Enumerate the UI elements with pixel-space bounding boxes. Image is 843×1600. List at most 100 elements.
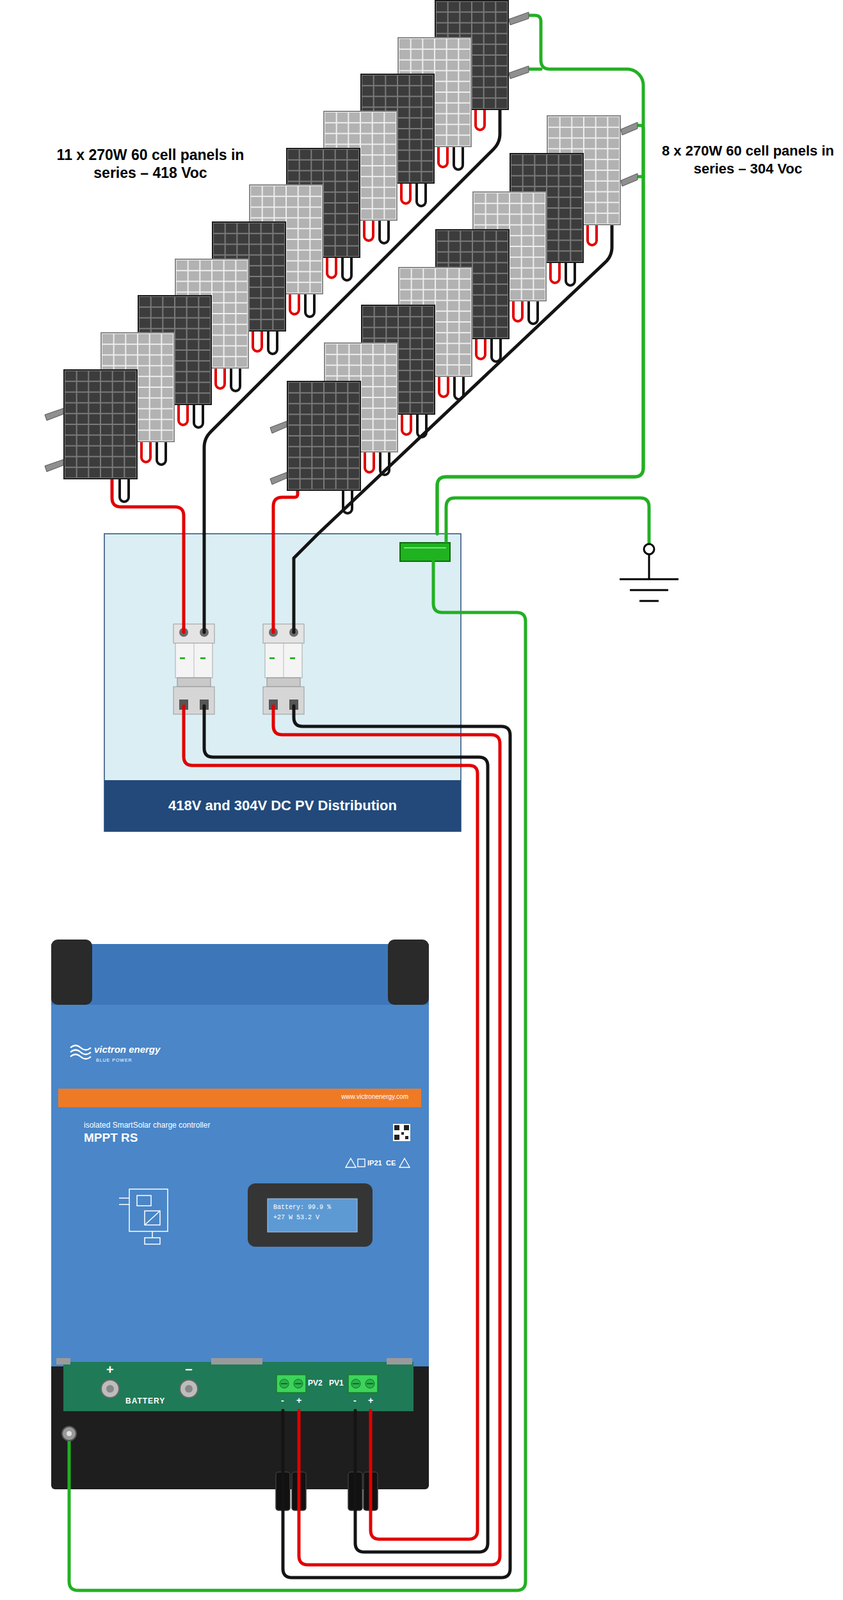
dc-breaker-part bbox=[173, 624, 215, 644]
brand-tagline: BLUE POWER bbox=[96, 1057, 133, 1064]
charge-controller-housing-part bbox=[387, 939, 429, 1005]
pv-distribution-enclosure-part bbox=[104, 780, 461, 832]
certification-icons-part bbox=[345, 1158, 356, 1168]
ground-terminal-part bbox=[66, 1431, 72, 1437]
charge-controller-housing-part bbox=[51, 944, 429, 1005]
solar-panel-part bbox=[63, 369, 138, 480]
qr-code-part bbox=[405, 1136, 409, 1140]
dc-breaker-part bbox=[200, 657, 206, 660]
pv-terminal-block-part bbox=[276, 1374, 306, 1393]
terminal-bar-part bbox=[63, 1362, 414, 1412]
battery-terminals: +−BATTERY bbox=[96, 1360, 205, 1411]
internal-wiring bbox=[183, 69, 644, 766]
charge-controller-housing-part bbox=[51, 944, 429, 1367]
internal-wiring-part bbox=[204, 706, 461, 758]
pv-cable-pair bbox=[273, 225, 612, 534]
pv-cable-pair bbox=[282, 726, 511, 1578]
dc-breaker bbox=[263, 624, 305, 715]
earth-bar-part bbox=[403, 547, 447, 549]
wire bbox=[282, 726, 511, 1578]
qr-code-part bbox=[401, 1132, 404, 1135]
lcd-display-frame-part bbox=[267, 1198, 358, 1233]
earth-symbol-part bbox=[446, 497, 650, 545]
terminal-label: PV2 bbox=[307, 1378, 323, 1388]
frame-earth-lug-part bbox=[44, 408, 64, 421]
ip-rating: IP21 bbox=[367, 1158, 383, 1168]
battery-stud-part bbox=[101, 1380, 120, 1398]
internal-wiring-part bbox=[182, 533, 186, 633]
frame-earth-lug-part bbox=[270, 472, 287, 485]
terminal-label: PV1 bbox=[329, 1378, 344, 1388]
wire bbox=[69, 612, 526, 1591]
internal-wiring-part bbox=[433, 561, 461, 613]
schematic-icon-part bbox=[119, 1197, 130, 1199]
cable-gland bbox=[275, 1472, 378, 1511]
qr-code-part bbox=[393, 1124, 411, 1142]
pv-cable-pair bbox=[355, 757, 488, 1553]
lcd-display-frame bbox=[247, 1183, 373, 1247]
ground-terminal-part bbox=[62, 1426, 77, 1441]
pv-terminal-block-part bbox=[295, 1383, 302, 1385]
ground-terminal bbox=[62, 1426, 77, 1490]
dc-breaker-part bbox=[283, 643, 285, 678]
wire bbox=[355, 757, 488, 1553]
wire bbox=[370, 765, 478, 1540]
terminal-label: BATTERY bbox=[125, 1396, 166, 1406]
polarity-sign: + bbox=[106, 1362, 114, 1378]
earth-bar bbox=[400, 542, 450, 562]
internal-wiring-part bbox=[183, 706, 461, 766]
dc-breaker-part bbox=[179, 657, 185, 660]
wire bbox=[298, 734, 500, 1566]
lcd-display: Battery: 99.9 %+27 W 53.2 V bbox=[247, 1183, 373, 1247]
display-line: +27 W 53.2 V bbox=[273, 1213, 320, 1222]
earth-symbol-part bbox=[643, 544, 655, 555]
dc-breaker bbox=[173, 624, 215, 715]
terminal-bar-part bbox=[56, 1358, 71, 1365]
ground-terminal-part bbox=[67, 1440, 72, 1490]
battery-stud-part bbox=[179, 1380, 198, 1398]
qr-code-part bbox=[394, 1125, 400, 1131]
frame-earth-lug-part bbox=[44, 459, 64, 472]
dc-breaker-part bbox=[269, 657, 275, 660]
ce-mark: CE bbox=[385, 1158, 396, 1168]
charge-controller-housing-part bbox=[51, 939, 93, 1005]
terminal-bar-part bbox=[386, 1358, 413, 1365]
polarity-sign: - bbox=[281, 1395, 285, 1406]
pv-string: 8 x 270W 60 cell panels in series – 304 … bbox=[268, 112, 842, 491]
pv-terminal-block-part bbox=[351, 1379, 361, 1389]
product-line: isolated SmartSolar charge controller bbox=[83, 1120, 210, 1130]
pv-terminal: PV2-+ bbox=[272, 1369, 328, 1411]
pv-terminal-block-part bbox=[365, 1379, 375, 1389]
battery-stud-part bbox=[184, 1385, 193, 1393]
battery-stud bbox=[101, 1380, 198, 1398]
pv-distribution-enclosure bbox=[104, 533, 461, 832]
dc-breaker-part bbox=[263, 624, 305, 644]
terminal-bar-part bbox=[211, 1358, 263, 1365]
pv-string: 11 x 270W 60 cell panels in series – 418… bbox=[38, 0, 529, 481]
pv-terminal-block bbox=[276, 1374, 378, 1393]
panel-leads-part bbox=[119, 144, 463, 502]
dc-breaker-part bbox=[175, 643, 213, 678]
brand-name: victron energy bbox=[94, 1043, 161, 1056]
frame-earth-lug-part bbox=[270, 421, 287, 434]
internal-wiring-part bbox=[272, 533, 276, 633]
polarity-sign: + bbox=[368, 1395, 374, 1406]
dc-breaker-part bbox=[173, 686, 215, 715]
internal-wiring-part bbox=[293, 533, 319, 633]
display-line: Battery: 99.9 % bbox=[273, 1203, 331, 1212]
band-title: 418V and 304V DC PV Distribution bbox=[104, 796, 461, 815]
victron-logo-part bbox=[70, 1045, 91, 1051]
frame-earth-lug-part bbox=[620, 122, 638, 136]
internal-wiring-part bbox=[293, 706, 461, 727]
pv-terminal-block-part bbox=[281, 1383, 288, 1385]
string-label: 8 x 270W 60 cell panels in series – 304 … bbox=[656, 142, 840, 178]
website: www.victronenergy.com bbox=[243, 1093, 409, 1101]
wire bbox=[112, 480, 184, 534]
pv-terminal-block-part bbox=[352, 1383, 360, 1385]
wire bbox=[318, 225, 612, 534]
schematic-icon bbox=[119, 1189, 168, 1245]
solar-panel-part bbox=[286, 380, 362, 491]
